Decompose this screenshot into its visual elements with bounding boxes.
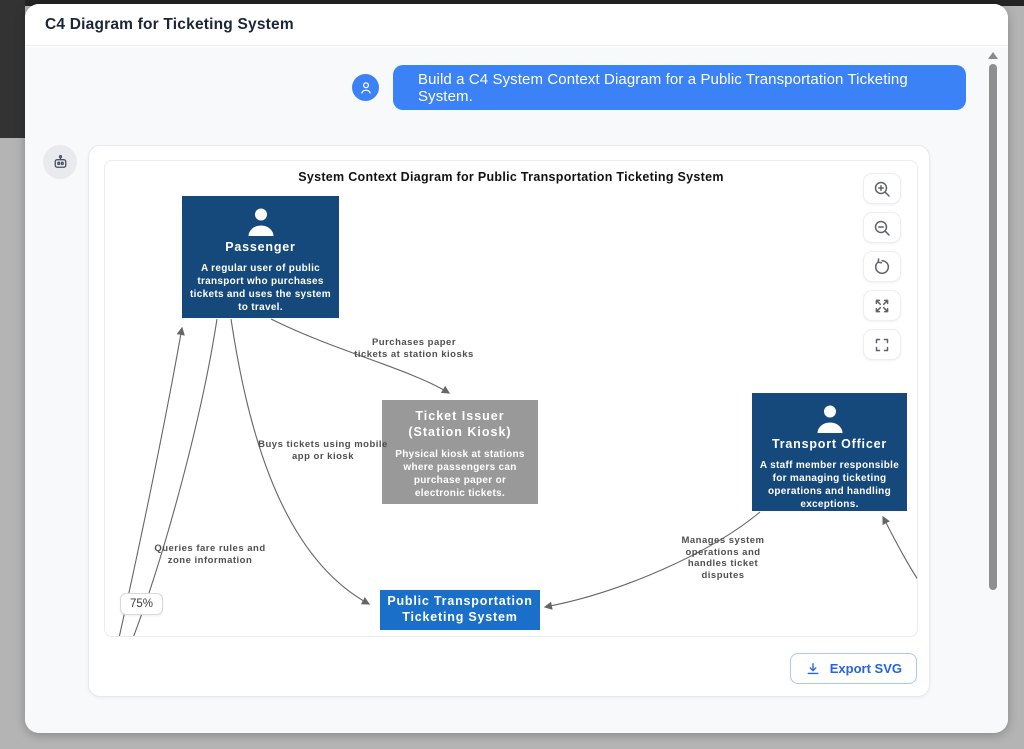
node-title: Transport Officer bbox=[771, 437, 887, 451]
edge-label-buys: Buys tickets using mobile app or kiosk bbox=[258, 439, 388, 462]
diagram-title: System Context Diagram for Public Transp… bbox=[298, 170, 724, 184]
robot-icon bbox=[54, 154, 66, 168]
user-message-bubble: Build a C4 System Context Diagram for a … bbox=[393, 65, 966, 110]
edge-label-queries: Queries fare rules and zone information bbox=[154, 543, 266, 566]
fullscreen-icon bbox=[875, 338, 889, 351]
expand-arrows-icon bbox=[875, 299, 889, 312]
person-icon bbox=[817, 405, 842, 433]
scrollbar-up-arrow[interactable] bbox=[988, 52, 998, 59]
user-avatar bbox=[352, 74, 379, 101]
desktop-edge-top bbox=[0, 0, 1024, 6]
node-transport-officer[interactable]: Transport Officer A staff member respons… bbox=[752, 393, 907, 511]
export-svg-label: Export SVG bbox=[829, 661, 902, 676]
app-window: C4 Diagram for Ticketing System Build a … bbox=[25, 4, 1008, 733]
download-icon bbox=[807, 662, 819, 674]
zoom-out-icon bbox=[874, 220, 890, 236]
zoom-level-badge: 75% bbox=[120, 593, 164, 615]
chat-content-area: Build a C4 System Context Diagram for a … bbox=[25, 47, 1008, 733]
scrollbar-thumb[interactable] bbox=[989, 64, 997, 590]
person-icon bbox=[248, 208, 273, 236]
assistant-avatar bbox=[43, 145, 77, 179]
reset-view-button[interactable] bbox=[863, 251, 901, 282]
node-description: A staff member responsible for managing … bbox=[759, 460, 900, 510]
desktop-edge-left bbox=[0, 0, 25, 138]
diagram-card: System Context Diagram for Public Transp… bbox=[88, 145, 930, 697]
edge-label-manages: Manages system operations and handles ti… bbox=[681, 535, 765, 581]
zoom-out-button[interactable] bbox=[863, 212, 901, 243]
node-passenger[interactable]: Passenger A regular user of public trans… bbox=[182, 196, 339, 318]
node-description: A regular user of public transport who p… bbox=[190, 263, 331, 313]
page-title: C4 Diagram for Ticketing System bbox=[45, 15, 294, 33]
person-icon bbox=[360, 81, 371, 94]
diagram-canvas[interactable]: System Context Diagram for Public Transp… bbox=[104, 160, 918, 637]
edge-label-purchases: Purchases paper tickets at station kiosk… bbox=[354, 337, 474, 360]
fullscreen-button[interactable] bbox=[863, 329, 901, 360]
node-description: Physical kiosk at stations where passeng… bbox=[395, 449, 525, 500]
reset-icon bbox=[875, 257, 890, 274]
export-svg-button[interactable]: Export SVG bbox=[789, 653, 917, 684]
title-bar: C4 Diagram for Ticketing System bbox=[25, 4, 1008, 46]
zoom-in-button[interactable] bbox=[863, 173, 901, 204]
node-ticketing-system[interactable]: Public Transportation Ticketing System bbox=[380, 590, 540, 630]
node-title: Ticket Issuer (Station Kiosk) bbox=[408, 409, 512, 439]
fit-view-button[interactable] bbox=[863, 290, 901, 321]
zoom-in-icon bbox=[874, 181, 890, 197]
canvas-toolbar bbox=[863, 173, 901, 360]
node-title: Passenger bbox=[225, 240, 296, 254]
node-ticket-issuer[interactable]: Ticket Issuer (Station Kiosk) Physical k… bbox=[382, 400, 538, 504]
